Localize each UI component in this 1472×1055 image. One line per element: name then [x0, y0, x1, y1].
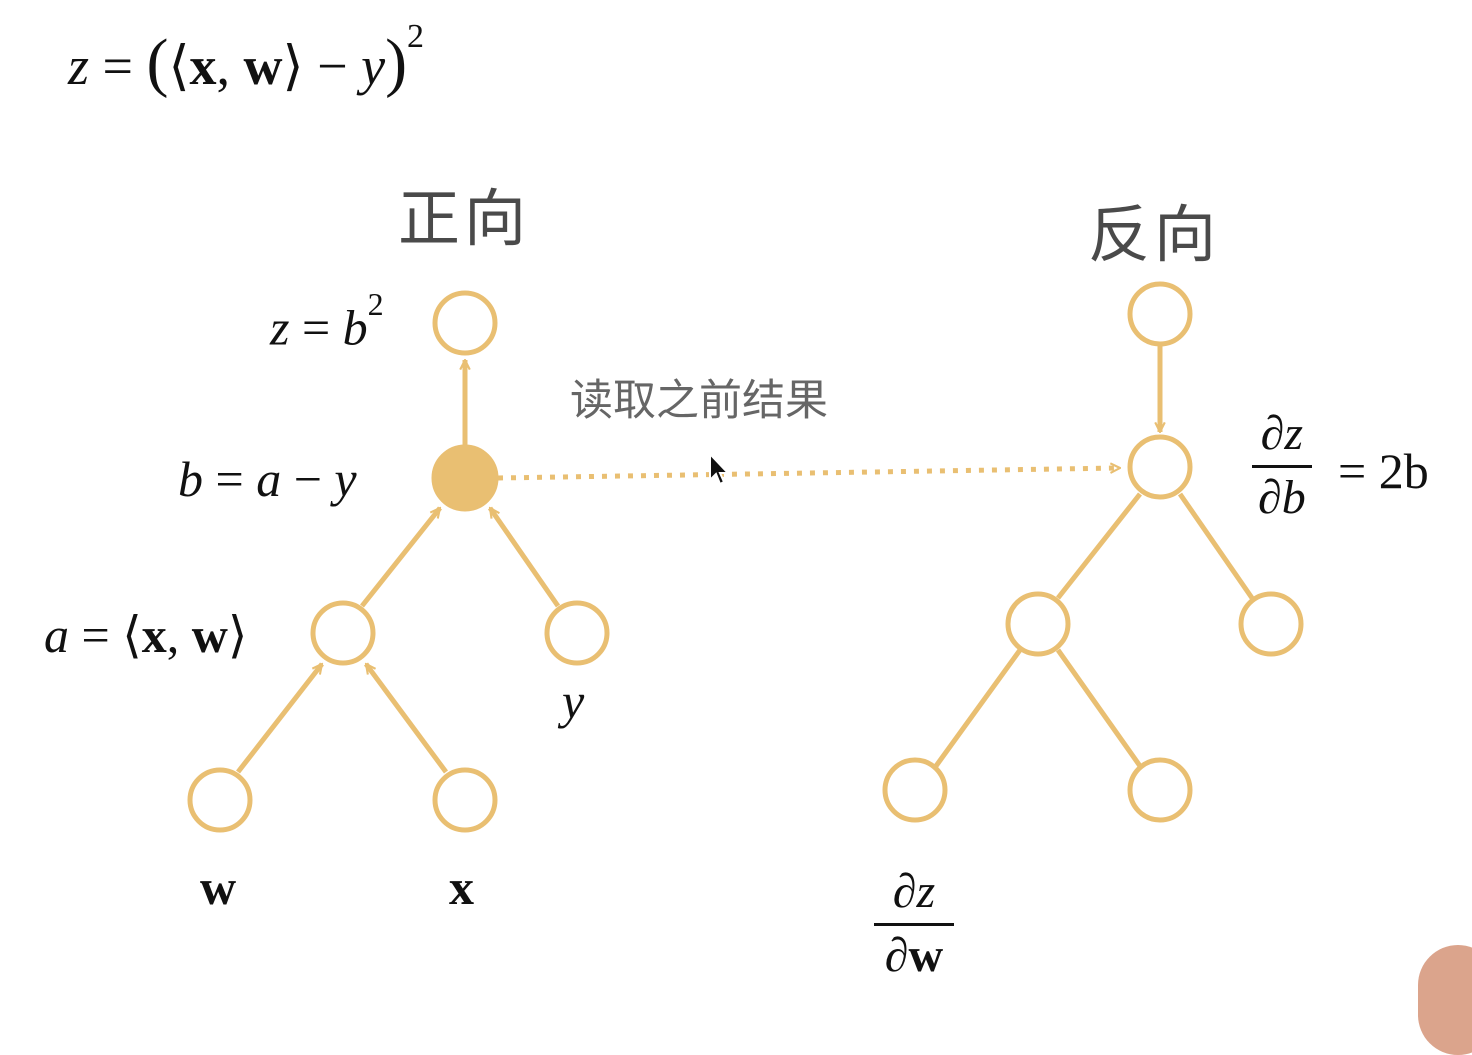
formula-eq: = — [102, 36, 133, 96]
node-x-forward — [432, 767, 498, 833]
label-w: w — [200, 859, 237, 915]
formula-y: y — [361, 36, 386, 96]
node-w-backward — [882, 757, 948, 823]
node-b-forward — [431, 444, 499, 512]
node-a-forward — [310, 600, 376, 666]
edge-w-to-a — [236, 664, 324, 774]
dz-db-fraction: ∂z ∂b — [1252, 407, 1312, 525]
computation-graph — [187, 281, 1304, 833]
presenter-thumb — [1418, 945, 1472, 1055]
formula-close-paren: ) — [385, 26, 408, 99]
read-previous-results-note: 读取之前结果 — [570, 376, 828, 426]
edge-backward-b-to-a — [1056, 492, 1142, 600]
formula-langle: ⟨ — [168, 36, 190, 96]
node-a-backward — [1005, 591, 1071, 657]
dz-dw-fraction: ∂z ∂w — [874, 865, 954, 983]
edge-backward-a-to-w — [933, 648, 1023, 768]
node-y-forward — [544, 600, 610, 666]
label-a-eq-xw: a = ⟨x, w⟩ — [44, 607, 248, 663]
forward-heading: 正向 — [398, 182, 531, 255]
node-z-backward — [1127, 281, 1193, 347]
label-x: x — [449, 859, 474, 915]
edge-a-to-b — [360, 508, 442, 608]
main-formula: z = (⟨x, w⟩ − y)2 — [68, 20, 424, 96]
fraction-bar — [874, 922, 954, 926]
fraction-bar — [1252, 464, 1312, 468]
formula-w: w — [243, 36, 283, 96]
node-y-backward — [1238, 591, 1304, 657]
formula-open-paren: ( — [146, 26, 169, 99]
dz-db-value: = 2b — [1338, 443, 1429, 499]
formula-x: x — [189, 36, 217, 96]
read-previous-arrow — [497, 468, 1120, 481]
edge-backward-b-to-y — [1177, 492, 1255, 600]
edge-backward-a-to-x — [1055, 648, 1143, 768]
node-b-backward — [1127, 434, 1193, 500]
formula-minus: − — [317, 36, 348, 96]
node-w-forward — [187, 767, 253, 833]
label-z-eq-b2: z = b2 — [270, 286, 384, 356]
node-x-backward — [1127, 757, 1193, 823]
label-b-eq-a-minus-y: b = a − y — [178, 451, 357, 507]
node-z-forward — [432, 290, 498, 356]
formula-exponent: 2 — [407, 18, 425, 55]
backward-heading: 反向 — [1088, 198, 1221, 271]
formula-comma: , — [216, 36, 231, 96]
formula-z: z — [68, 36, 90, 96]
formula-rangle: ⟩ — [282, 36, 304, 96]
label-y: y — [562, 673, 585, 729]
edge-y-to-b — [487, 508, 561, 608]
edge-x-to-a — [363, 664, 449, 774]
mouse-pointer-icon — [709, 452, 731, 486]
